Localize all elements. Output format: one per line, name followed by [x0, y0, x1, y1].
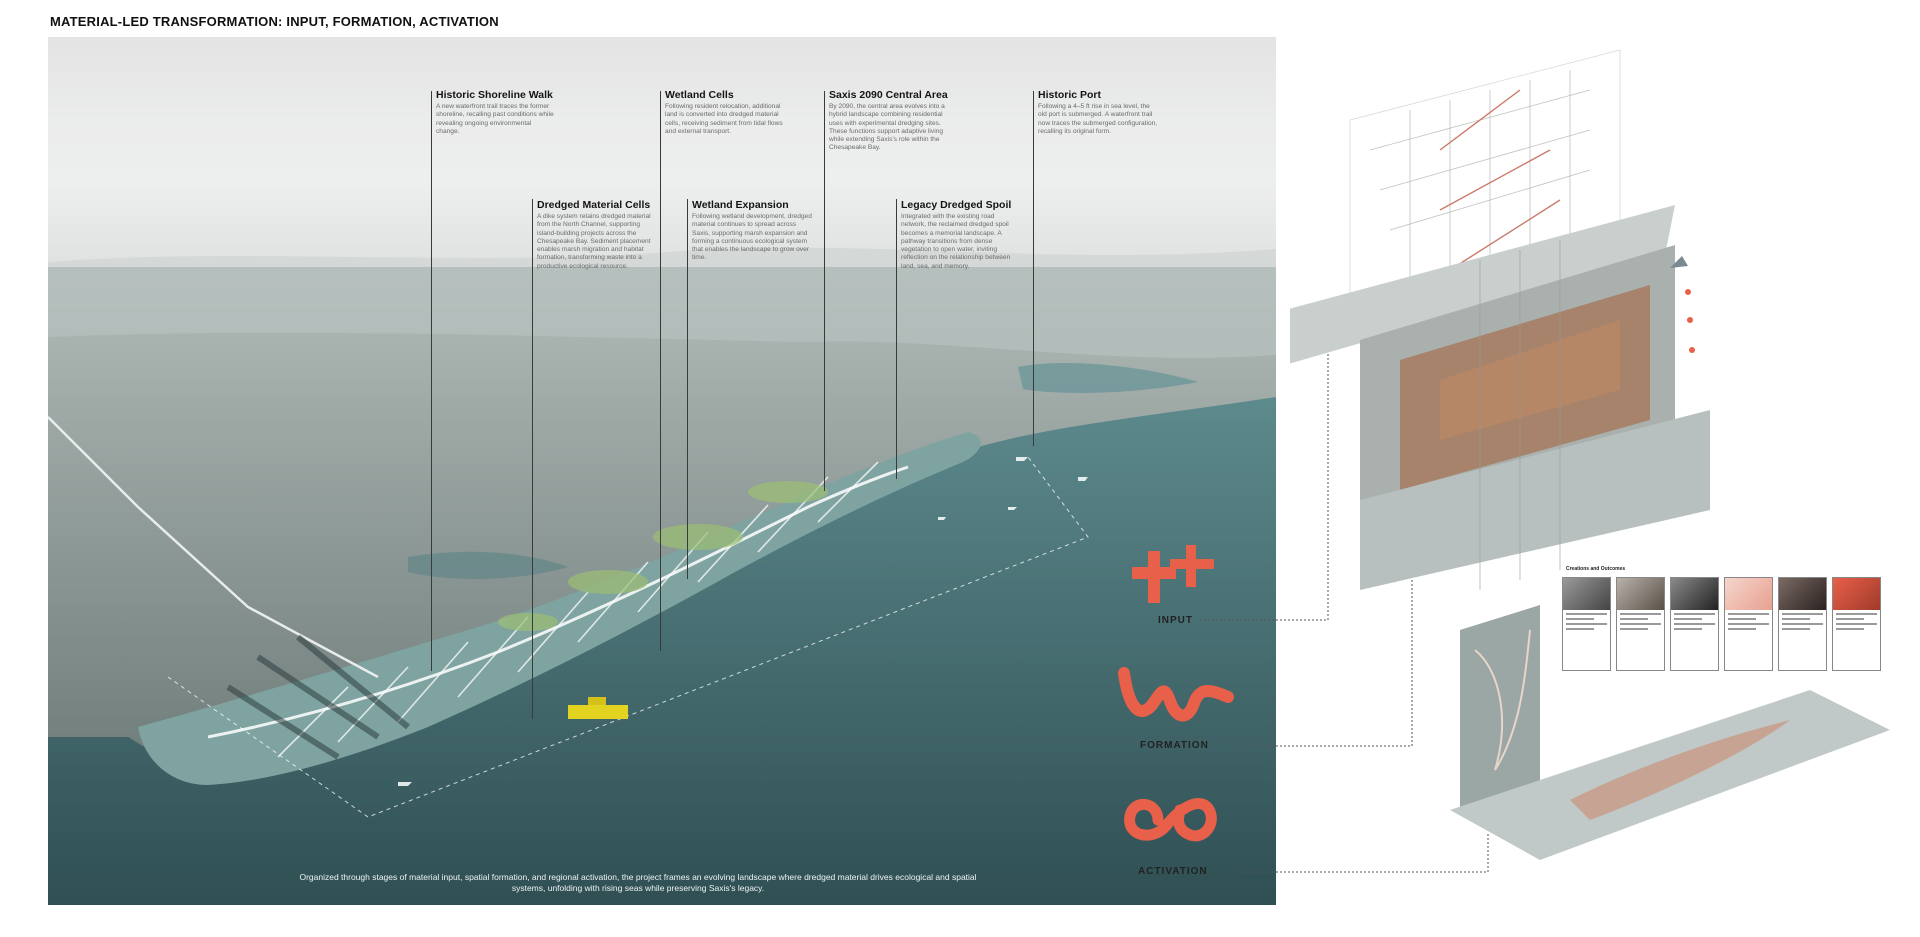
- leader-wetland-expansion: [687, 199, 688, 579]
- callout-historic-port: Historic Port Following a 4–5 ft rise in…: [1038, 89, 1158, 136]
- w-wave-icon: [1118, 667, 1234, 722]
- outcome-card: [1778, 577, 1827, 671]
- axonometric-diagram: [1290, 49, 1890, 860]
- callout-title: Historic Shoreline Walk: [436, 89, 553, 101]
- leader-wetland-cells: [660, 91, 661, 651]
- callout-body: Integrated with the existing road networ…: [901, 213, 1011, 270]
- poster-caption: Organized through stages of material inp…: [299, 872, 977, 893]
- aerial-view-panel: Historic Shoreline Walk A new waterfront…: [48, 37, 1276, 905]
- formation-connector-line: [1240, 562, 1413, 747]
- callout-title: Dredged Material Cells: [537, 199, 651, 211]
- outcome-card: [1670, 577, 1719, 671]
- callout-title: Legacy Dredged Spoil: [901, 199, 1012, 211]
- leader-saxis-2090-central-area: [824, 91, 825, 491]
- infinity-loop-icon: [1124, 798, 1217, 842]
- callout-body: Following resident relocation, additiona…: [665, 103, 783, 135]
- activation-connector-line: [1240, 832, 1489, 873]
- callout-body: A dike system retains dredged material f…: [537, 213, 651, 270]
- plus-plus-icon: [1132, 545, 1214, 603]
- leader-legacy-dredged-spoil: [896, 199, 897, 479]
- callout-historic-shoreline-walk: Historic Shoreline Walk A new waterfront…: [436, 89, 556, 136]
- stage-label-activation: ACTIVATION: [1138, 866, 1208, 877]
- outcome-card: [1724, 577, 1773, 671]
- callout-legacy-dredged-spoil: Legacy Dredged Spoil Integrated with the…: [901, 199, 1021, 271]
- callout-title: Historic Port: [1038, 89, 1102, 101]
- leader-dredged-material-cells: [532, 199, 533, 719]
- input-connector-line: [1200, 332, 1329, 621]
- callout-body: Following wetland development, dredged m…: [692, 213, 812, 262]
- callout-wetland-cells: Wetland Cells Following resident relocat…: [665, 89, 785, 136]
- outcome-card: [1832, 577, 1881, 671]
- poster-title: MATERIAL-LED TRANSFORMATION: INPUT, FORM…: [50, 14, 499, 29]
- leader-historic-shoreline-walk: [431, 91, 432, 671]
- callout-body: Following a 4–5 ft rise in sea level, th…: [1038, 103, 1158, 135]
- outcome-card: [1616, 577, 1665, 671]
- callout-title: Wetland Cells: [665, 89, 734, 101]
- outcomes-title: Creations and Outcomes: [1566, 566, 1626, 572]
- stage-label-formation: FORMATION: [1140, 740, 1209, 751]
- outcome-cards: [1562, 567, 1892, 671]
- stage-label-input: INPUT: [1158, 615, 1193, 626]
- callout-saxis-2090-central-area: Saxis 2090 Central Area By 2090, the cen…: [829, 89, 949, 153]
- aerial-landscape: [48, 37, 1276, 905]
- callout-dredged-material-cells: Dredged Material Cells A dike system ret…: [537, 199, 657, 271]
- callout-wetland-expansion: Wetland Expansion Following wetland deve…: [692, 199, 812, 263]
- leader-historic-port: [1033, 91, 1034, 446]
- callout-title: Wetland Expansion: [692, 199, 789, 211]
- callout-body: A new waterfront trail traces the former…: [436, 103, 554, 135]
- outcome-card: [1562, 577, 1611, 671]
- callout-title: Saxis 2090 Central Area: [829, 89, 948, 101]
- callout-body: By 2090, the central area evolves into a…: [829, 103, 945, 152]
